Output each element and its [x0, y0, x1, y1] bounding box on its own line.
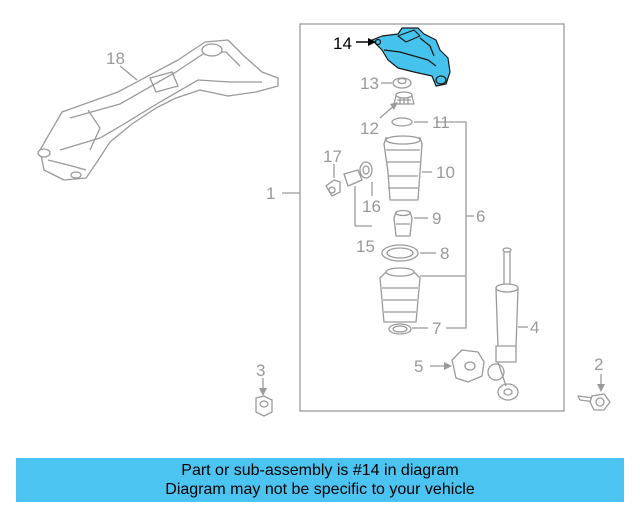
assembly-frame [299, 23, 565, 412]
parts-diagram: 18 1 14 13 12 11 10 [37, 23, 611, 417]
air-spring-10 [383, 135, 423, 201]
leader-14-arrow [368, 38, 376, 46]
callout-16: 16 [362, 197, 381, 216]
bolt-2 [577, 393, 611, 411]
ring-8 [381, 244, 419, 262]
callout-7: 7 [432, 319, 441, 338]
bump-cap-12 [393, 91, 415, 105]
callout-18: 18 [106, 49, 125, 68]
leader-5-arrow [444, 362, 452, 370]
callout-2: 2 [594, 355, 603, 374]
callout-5: 5 [414, 357, 423, 376]
subframe-crossmember [37, 39, 279, 181]
callout-10: 10 [436, 163, 455, 182]
callout-9: 9 [432, 209, 441, 228]
leader-2-arrow [597, 384, 605, 392]
banner-line-2: Diagram may not be specific to your vehi… [165, 481, 475, 498]
banner-line-1: Part or sub-assembly is #14 in diagram [181, 462, 459, 479]
upper-mount-highlighted [371, 27, 451, 87]
leader-3-arrow [259, 388, 267, 396]
nut-3 [255, 395, 273, 417]
bracket-5 [451, 349, 485, 383]
info-banner: Part or sub-assembly is #14 in diagram D… [16, 458, 624, 502]
callout-1: 1 [266, 184, 275, 203]
callout-15: 15 [356, 237, 375, 256]
callout-3: 3 [256, 361, 265, 380]
o-ring-11 [391, 117, 413, 127]
nut-13 [392, 77, 412, 89]
callout-6: 6 [476, 207, 485, 226]
seal-7 [388, 323, 412, 335]
callout-12: 12 [360, 119, 379, 138]
bracket-6 [420, 121, 467, 329]
dust-boot [379, 267, 421, 323]
callout-14: 14 [333, 34, 352, 53]
valve-17 [325, 179, 341, 197]
callout-4: 4 [530, 318, 539, 337]
callout-8: 8 [440, 244, 449, 263]
callout-17: 17 [323, 147, 342, 166]
callout-13: 13 [360, 74, 379, 93]
leader-12-arrow [390, 102, 398, 110]
bump-stop-9 [393, 209, 413, 237]
shock-absorber-4 [487, 247, 519, 401]
connector-16 [343, 161, 373, 187]
leader-18 [119, 65, 138, 81]
